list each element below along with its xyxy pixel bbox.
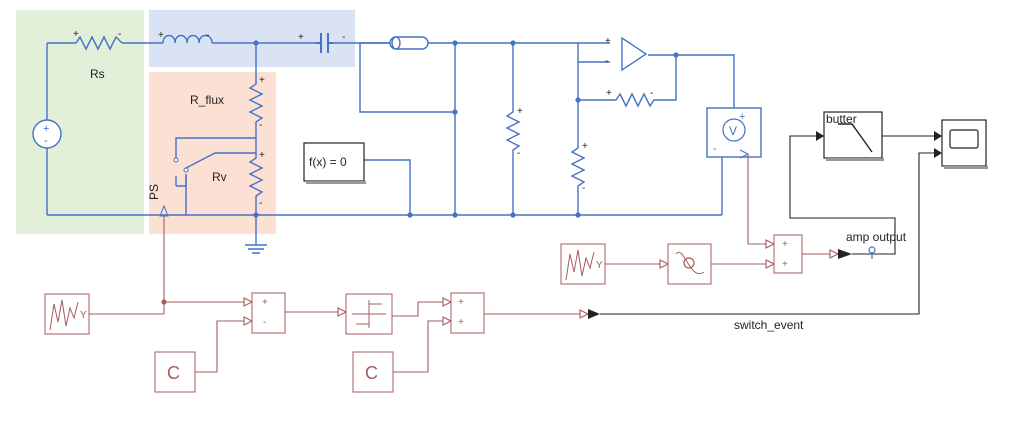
noise-subsystem-block[interactable]: [667, 243, 712, 285]
svg-text:-: -: [582, 183, 585, 194]
svg-text:-: -: [259, 198, 262, 209]
voltage-source-icon: [32, 119, 62, 149]
constant-block-2[interactable]: C: [352, 351, 394, 393]
transmission-line[interactable]: [389, 36, 429, 50]
signal-builder-icon: [49, 299, 79, 331]
sum-block-1[interactable]: + -: [251, 292, 286, 334]
svg-text:+: +: [606, 88, 612, 99]
svg-text:-: -: [118, 29, 121, 40]
lowpass-filter-icon: [838, 123, 873, 153]
svg-text:-: -: [259, 120, 262, 131]
circuit-wires: [46, 42, 735, 254]
svg-text:+: +: [458, 317, 464, 328]
opamp[interactable]: + -: [605, 36, 648, 72]
gear-icon: [683, 257, 695, 269]
signal-builder-2-out-label: Y: [596, 260, 603, 271]
sum-block-2[interactable]: + +: [450, 292, 485, 334]
svg-text:+: +: [262, 297, 268, 308]
svg-text:+: +: [73, 29, 79, 40]
source-region: [16, 10, 144, 234]
svg-text:+: +: [582, 141, 588, 152]
zigzag-resistor-icon: [610, 92, 657, 108]
svg-text:+: +: [259, 150, 265, 161]
solver-config-block[interactable]: f(x) = 0: [303, 142, 366, 184]
svg-text:+: +: [739, 111, 745, 123]
signal-ports: [161, 239, 840, 326]
relay-block[interactable]: [345, 293, 393, 335]
svg-text:-: -: [44, 135, 48, 147]
svg-text:+: +: [517, 106, 523, 117]
switch-icon: [173, 157, 179, 163]
svg-text:+: +: [158, 30, 164, 41]
zigzag-resistor-icon: [248, 78, 264, 128]
svg-text:-: -: [206, 30, 209, 41]
constant-1-label: C: [167, 363, 180, 383]
svg-text:-: -: [605, 56, 608, 67]
resistor-rv[interactable]: + - Rv: [212, 150, 265, 209]
scope-icon: [949, 129, 979, 149]
resistor-input[interactable]: + -: [570, 140, 588, 194]
capacitor-icon: [316, 33, 333, 53]
probe-icon: [868, 246, 876, 254]
butter-label: butter: [826, 112, 857, 126]
rv-label: Rv: [212, 170, 227, 184]
voltmeter-icon: [722, 118, 746, 142]
zigzag-resistor-icon: [70, 35, 123, 51]
svg-text:-: -: [263, 317, 266, 328]
svg-text:+: +: [43, 123, 49, 135]
svg-text:+: +: [782, 259, 788, 270]
resistor-middle[interactable]: + -: [505, 105, 523, 159]
resistor-feedback[interactable]: + -: [606, 88, 657, 108]
signal-builder-1-out-label: Y: [80, 310, 87, 321]
svg-text:+: +: [298, 32, 304, 43]
zigzag-resistor-icon: [505, 105, 521, 155]
inductor[interactable]: + -: [158, 30, 213, 44]
svg-text:-: -: [342, 32, 345, 43]
resistor-r-flux[interactable]: + - R_flux: [190, 75, 265, 131]
svg-text:-: -: [713, 143, 717, 155]
signal-wires: [89, 154, 830, 373]
capacitor[interactable]: + -: [298, 32, 345, 53]
voltage-source[interactable]: + -: [32, 119, 62, 149]
butter-filter-block[interactable]: butter: [823, 111, 884, 161]
ps-label: PS: [147, 184, 161, 200]
opamp-icon: [621, 36, 648, 72]
svg-text:+: +: [259, 75, 265, 86]
resistor-rs[interactable]: + - Rs: [70, 29, 123, 81]
sum-block-3[interactable]: + +: [773, 234, 803, 274]
switch[interactable]: PS: [147, 157, 189, 217]
svg-text:+: +: [605, 36, 611, 47]
signal-builder-icon: [565, 249, 595, 281]
signal-builder-2[interactable]: Y: [560, 243, 606, 285]
voltmeter[interactable]: V + -: [706, 107, 762, 159]
zigzag-resistor-icon: [570, 140, 586, 192]
svg-text:+: +: [782, 239, 788, 250]
output-wires: [588, 131, 942, 319]
r-flux-label: R_flux: [190, 93, 224, 107]
zigzag-resistor-icon: [248, 152, 264, 202]
coil-inductor-icon: [162, 34, 213, 44]
constant-block-1[interactable]: C: [154, 351, 196, 393]
svg-text:-: -: [650, 88, 653, 99]
rs-label: Rs: [90, 67, 105, 81]
svg-text:+: +: [458, 297, 464, 308]
signal-builder-1[interactable]: Y: [44, 293, 90, 335]
svg-text:-: -: [517, 148, 520, 159]
fx-label: f(x) = 0: [309, 155, 347, 169]
switch-event-label: switch_event: [734, 318, 804, 332]
voltmeter-label: V: [729, 124, 737, 138]
amp-output-signal[interactable]: amp output: [846, 230, 907, 259]
series-region: [149, 10, 355, 67]
constant-2-label: C: [365, 363, 378, 383]
circuit-junctions: [253, 40, 679, 218]
amp-output-label: amp output: [846, 230, 907, 244]
scope-block[interactable]: [941, 119, 988, 169]
